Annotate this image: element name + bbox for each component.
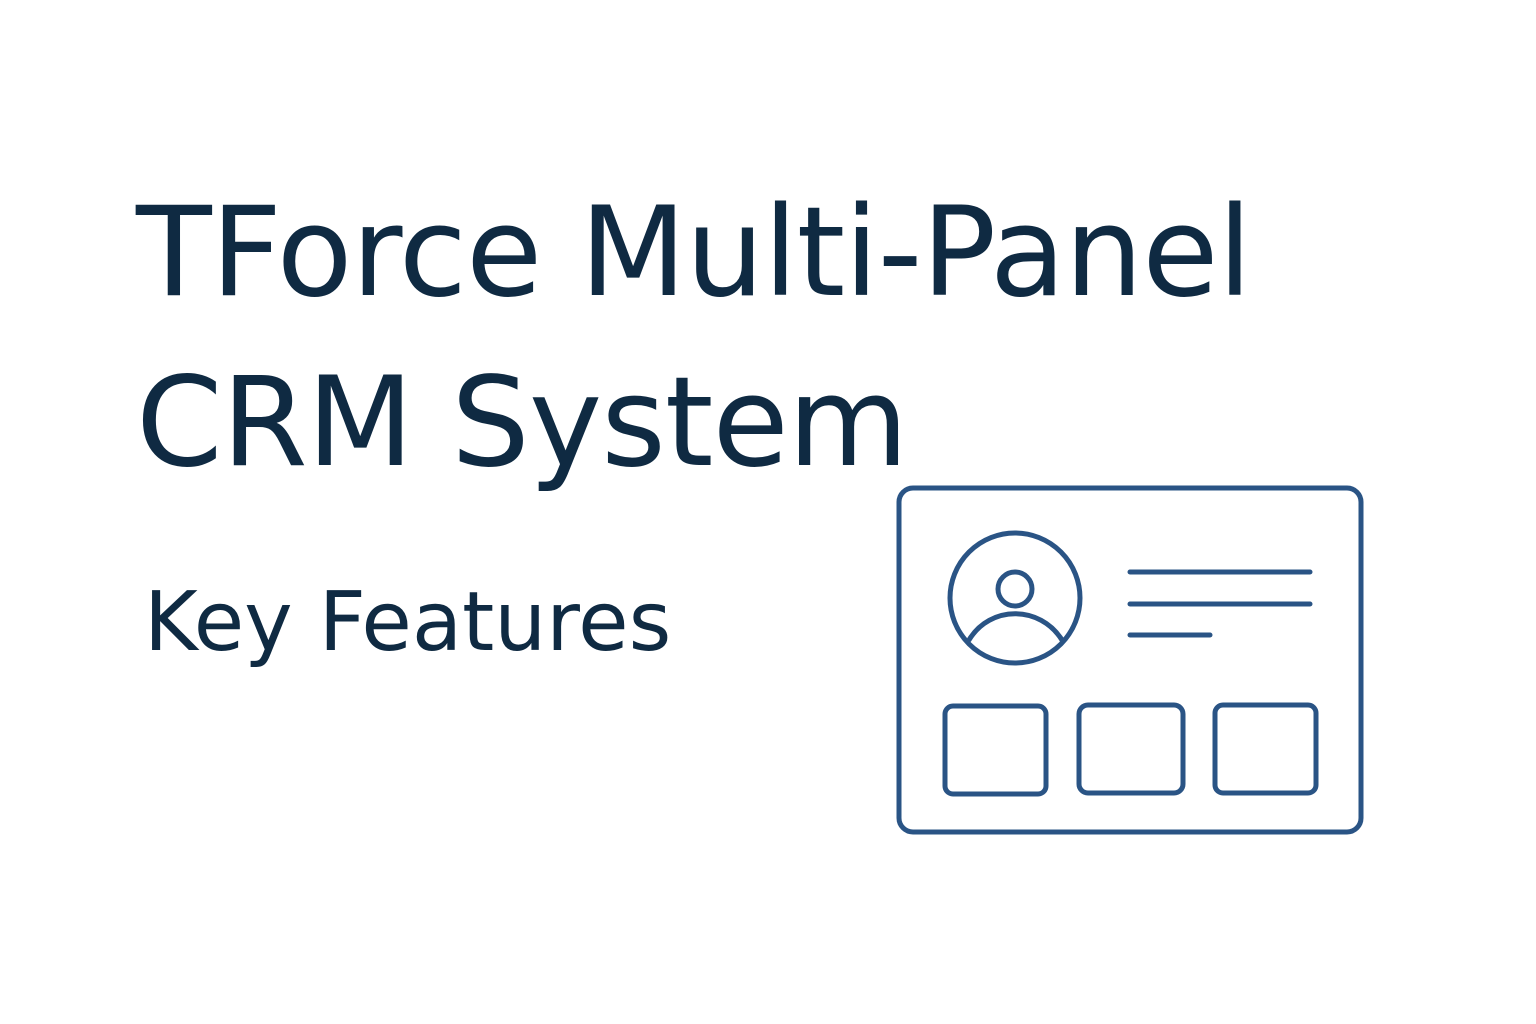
title-line-2: CRM System — [136, 351, 909, 495]
window-frame-icon — [896, 485, 1364, 835]
panels-icon — [942, 702, 1319, 797]
crm-dashboard-icon — [890, 480, 1370, 840]
page-title: TForce Multi-Panel CRM System — [136, 168, 1252, 508]
subtitle: Key Features — [144, 575, 672, 670]
text-lines-icon — [1127, 569, 1313, 638]
title-line-1: TForce Multi-Panel — [136, 181, 1252, 325]
user-avatar-icon — [947, 530, 1083, 666]
